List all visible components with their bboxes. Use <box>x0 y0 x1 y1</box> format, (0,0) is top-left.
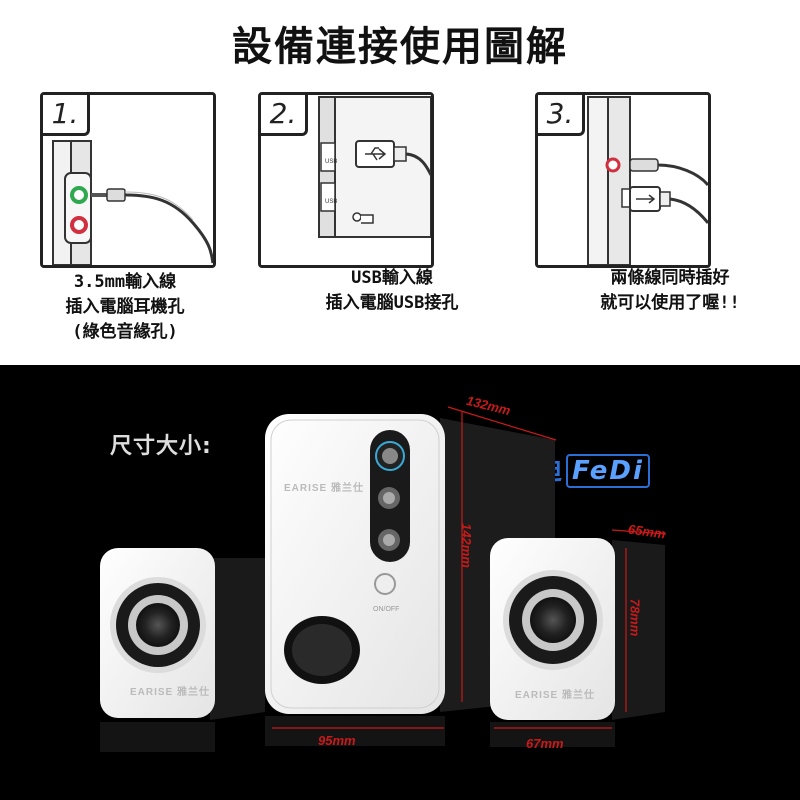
svg-text:USB: USB <box>325 159 337 165</box>
left-speaker-brand: EARISE 雅兰仕 <box>130 687 211 698</box>
sub-width-label: 95mm <box>318 733 356 748</box>
dimension-lines <box>272 406 667 729</box>
sub-height-label: 142mm <box>458 523 474 568</box>
red-jack-icon <box>70 216 88 234</box>
sat-width-label: 67mm <box>526 736 564 751</box>
subwoofer-brand: EARISE 雅兰仕 <box>284 483 365 494</box>
step-number: 1. <box>43 95 90 136</box>
power-label: ON/OFF <box>373 606 400 613</box>
green-jack-icon <box>70 186 88 204</box>
step-2-panel: USB USB 2. <box>258 92 434 268</box>
audio-jack-illustration <box>43 95 213 265</box>
speaker-set-illustration <box>100 406 667 752</box>
step-1-panel: 1. <box>40 92 216 268</box>
watermark-latin: FeDi <box>566 454 650 488</box>
step-number: 2. <box>261 95 308 136</box>
step-number: 3. <box>538 95 585 136</box>
step-3-panel: 3. <box>535 92 711 268</box>
red-jack-icon <box>605 157 621 173</box>
size-label: 尺寸大小: <box>110 434 212 459</box>
page-title: 設備連接使用圖解 <box>232 24 568 70</box>
power-button-icon <box>374 573 396 595</box>
connection-guide-section: 設備連接使用圖解 1. <box>0 0 800 365</box>
right-speaker-brand: EARISE 雅兰仕 <box>515 690 596 701</box>
step-2-caption: USB輸入線 插入電腦USB接孔 <box>325 268 459 313</box>
step-3-caption: 兩條線同時插好 就可以使用了喔!! <box>600 268 740 313</box>
step-1-caption: 3.5mm輸入線 插入電腦耳機孔 (綠色音緣孔) <box>65 272 185 342</box>
svg-text:USB: USB <box>325 199 337 205</box>
usb-port-illustration: USB USB <box>261 95 431 265</box>
sat-height-label: 78mm <box>627 598 643 637</box>
